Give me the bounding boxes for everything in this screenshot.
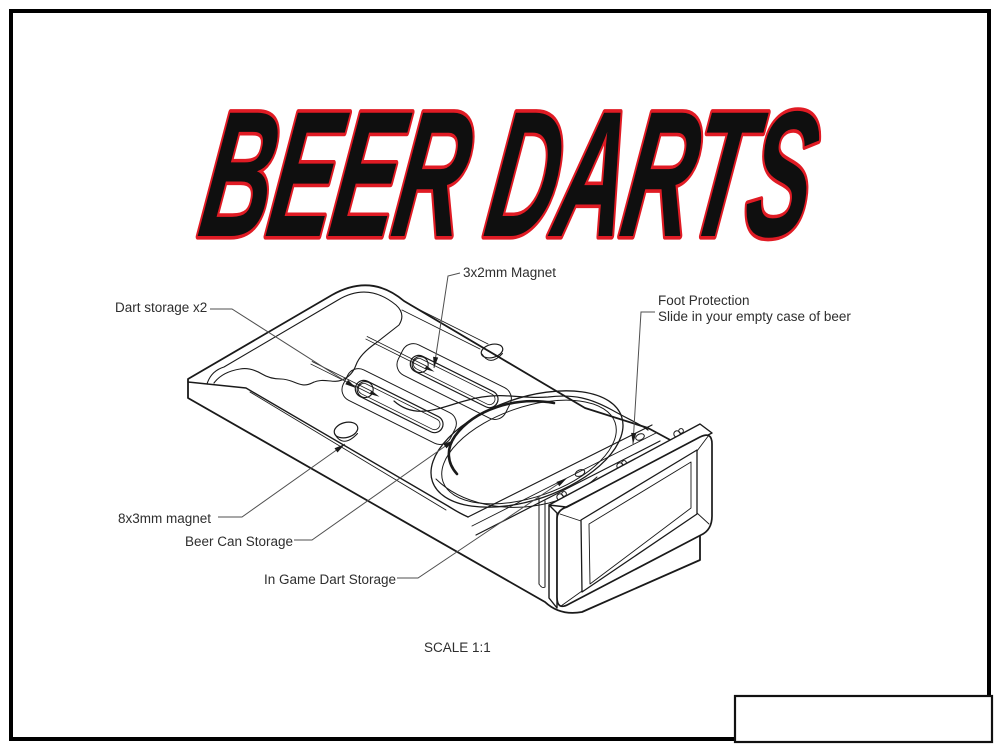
beer-darts-case-drawing <box>187 284 713 614</box>
frame-bevel-corners <box>559 434 710 607</box>
callout-dart-storage: Dart storage x2 <box>115 300 207 315</box>
scale-note: SCALE 1:1 <box>424 640 491 655</box>
frame-left-face <box>548 504 558 609</box>
frame-opening-bevel <box>588 461 692 585</box>
arrowhead <box>443 440 454 449</box>
plateau-step-line <box>401 309 481 350</box>
dart-tip <box>369 390 380 397</box>
page-border <box>9 9 991 741</box>
page-title: BEER DARTS <box>190 74 830 274</box>
plateau-step-line <box>409 304 489 345</box>
dart-slot <box>310 361 457 445</box>
rail-magnet-hole <box>574 469 586 477</box>
magnet-hole-8x3 <box>480 343 504 361</box>
callout-foot-protection-line2: Slide in your empty case of beer <box>658 309 851 324</box>
tray-front-chamfer-line <box>249 391 447 511</box>
beer-can-recess-outer <box>430 390 624 508</box>
tray-front-edge <box>187 381 469 518</box>
frame-opening <box>580 449 698 593</box>
arrowhead <box>631 432 637 444</box>
title-block <box>733 694 994 744</box>
leader-in-game <box>397 477 568 579</box>
leader-magnet-3x2 <box>433 272 461 369</box>
arrowhead <box>334 444 345 453</box>
arrowhead <box>556 478 567 487</box>
frame-front-face <box>556 434 713 608</box>
leader-dart-storage <box>210 308 357 389</box>
arrowhead <box>433 356 439 368</box>
dart-slot <box>365 336 512 420</box>
callout-magnet-8x3: 8x3mm magnet <box>118 511 211 526</box>
leader-arrowheads <box>334 356 637 487</box>
leader-beer-can <box>294 439 455 541</box>
callout-in-game: In Game Dart Storage <box>264 572 396 587</box>
rail-magnet-hole <box>635 433 645 441</box>
magnet-hole-8x3 <box>333 421 359 442</box>
dart-tip <box>424 365 435 372</box>
callout-magnet-3x2: 3x2mm Magnet <box>463 265 556 280</box>
leader-lines <box>210 272 655 579</box>
frame-top-face <box>548 423 713 508</box>
foot-protection-frame <box>548 423 713 609</box>
dart-shaft <box>365 336 427 369</box>
leader-foot-protection <box>632 311 655 445</box>
callout-foot-protection-line1: Foot Protection <box>658 293 750 308</box>
beer-can-recess-inner <box>441 399 617 505</box>
callout-beer-can: Beer Can Storage <box>185 534 293 549</box>
leader-magnet-8x3 <box>218 443 346 518</box>
arrowhead <box>345 379 356 388</box>
beer-can-recess-shadow-arc <box>447 399 556 476</box>
